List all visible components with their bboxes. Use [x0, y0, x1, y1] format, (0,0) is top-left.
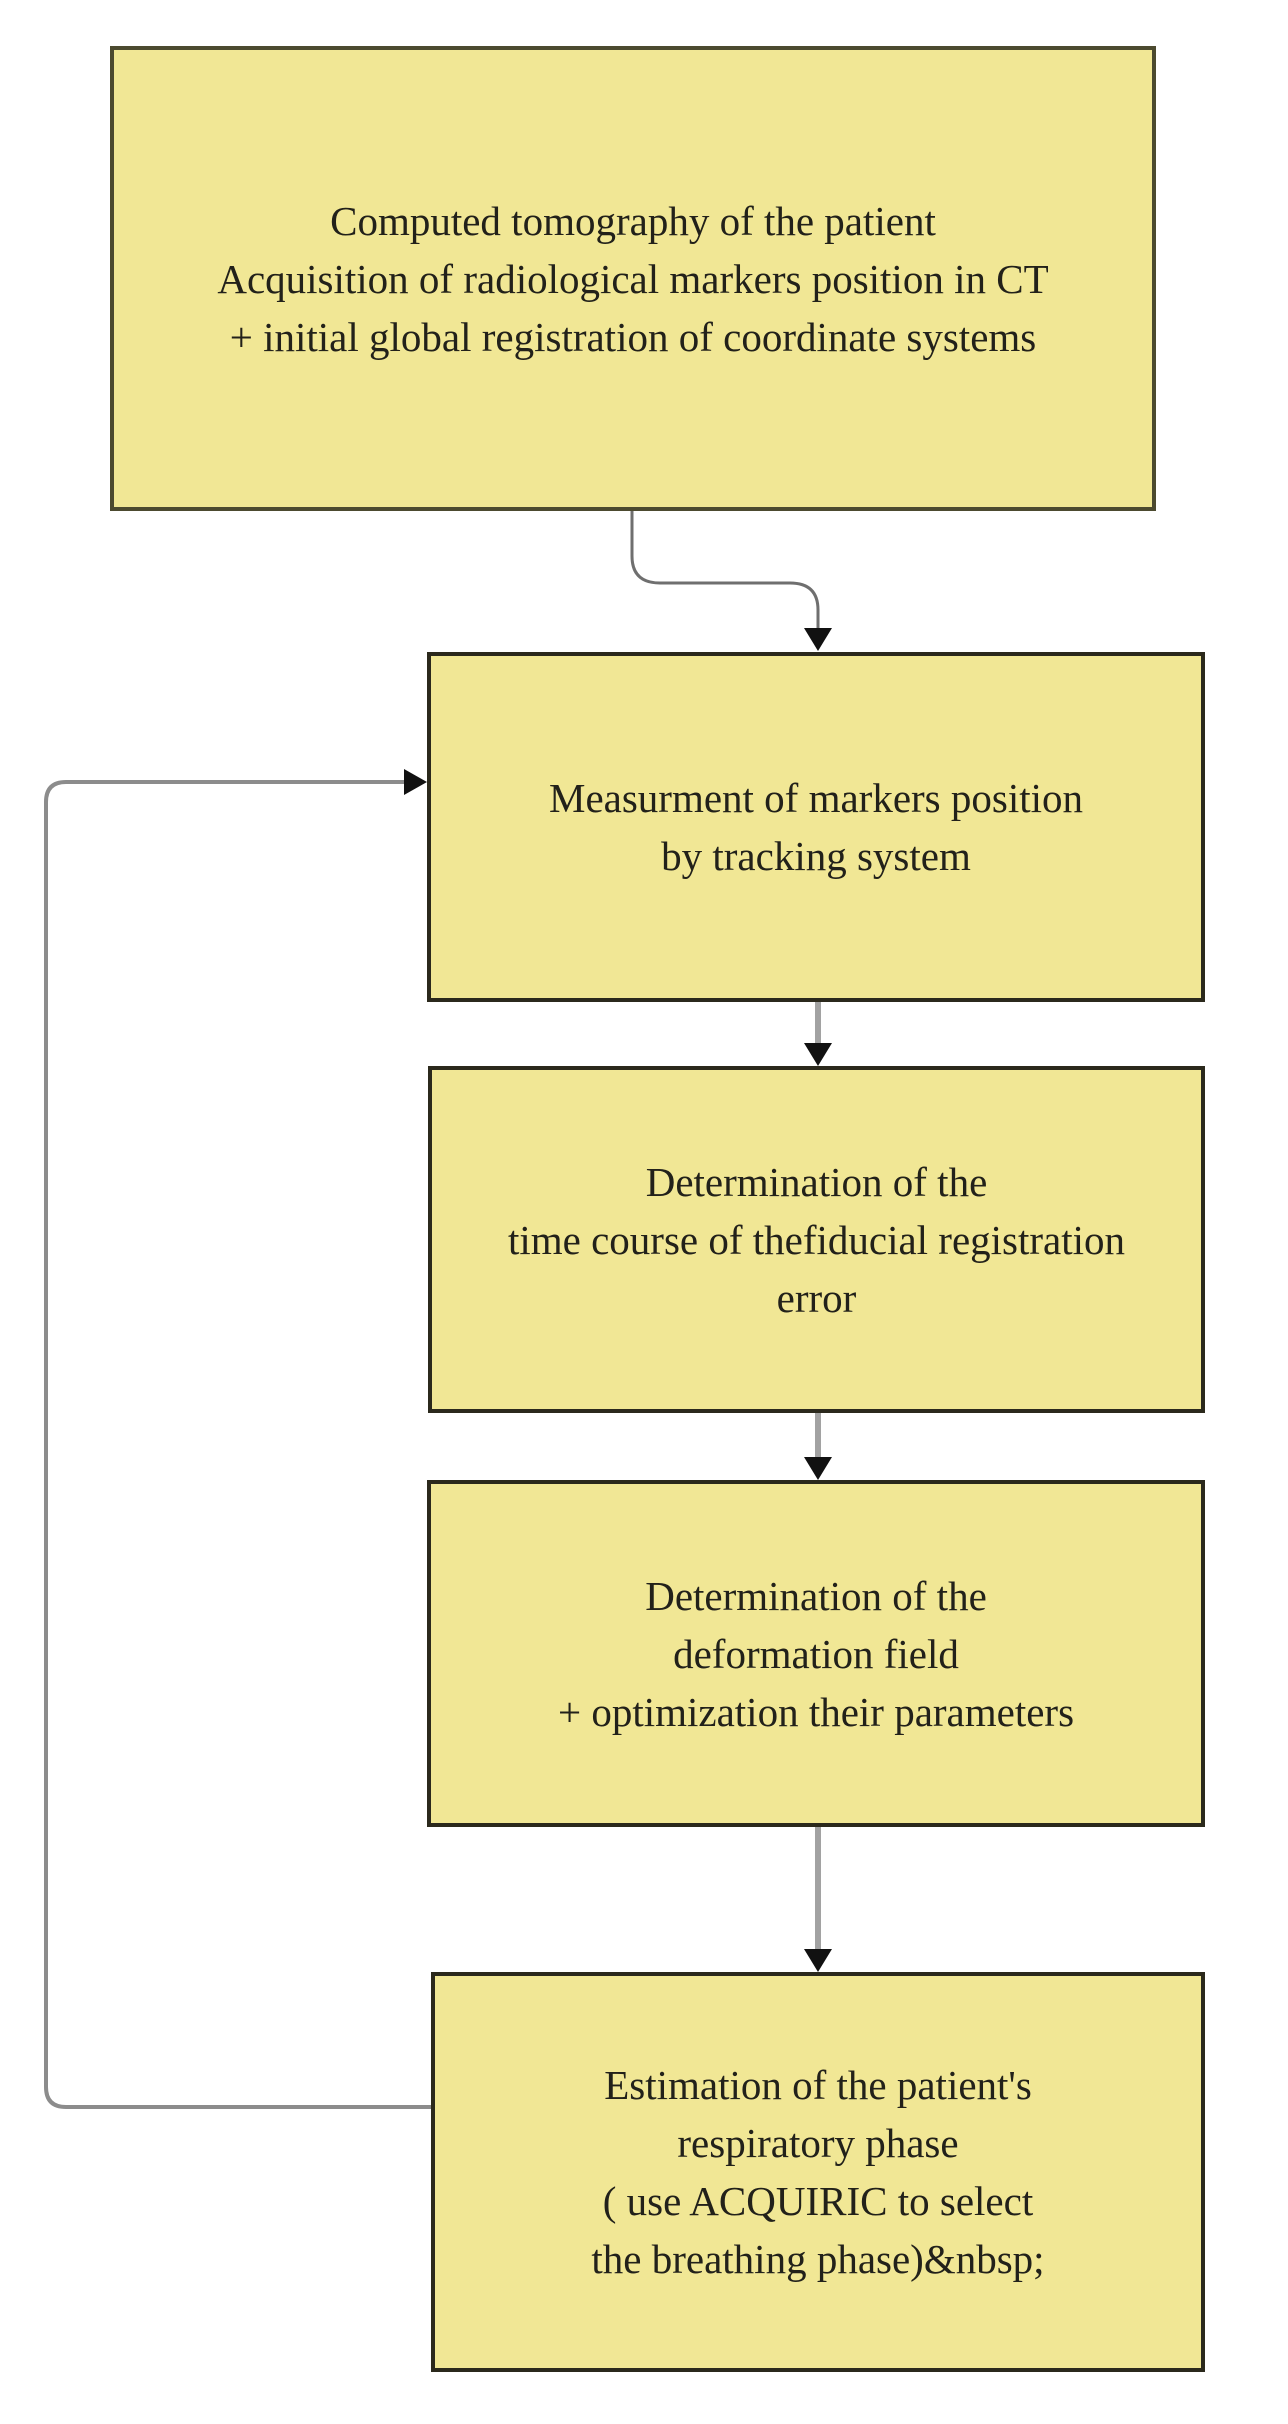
flow-box-respiratory-phase: Estimation of the patient's respiratory … [431, 1972, 1205, 2372]
flow-box-marker-measurement: Measurment of markers position by tracki… [427, 652, 1205, 1002]
box-text-line: + initial global registration of coordin… [229, 313, 1037, 360]
box-text-line: Determination of the [645, 1158, 988, 1205]
connector-box1-box2 [630, 508, 820, 634]
box-text-line: Acquisition of radiological markers posi… [217, 255, 1049, 302]
box-text-line: time course of thefiducial registration [507, 1216, 1126, 1263]
box-text-line: Estimation of the patient's [604, 2062, 1032, 2108]
box-text-line: Computed tomography of the patient [330, 197, 936, 244]
box-text-line: Determination of the [645, 1572, 987, 1619]
box-text-line: ( use ACQUIRIC to select [602, 2178, 1034, 2224]
arrowhead-down-box3-icon [804, 1043, 832, 1066]
arrowhead-down-box5-icon [804, 1949, 832, 1972]
flow-box-deformation-field: Determination of the deformation field +… [427, 1480, 1205, 1827]
arrowhead-down-box2-icon [804, 628, 832, 651]
flow-box-ct-acquisition: Computed tomography of the patient Acqui… [110, 46, 1156, 511]
box-text-line: by tracking system [661, 833, 971, 879]
box-text-line: Measurment of markers position [548, 775, 1084, 821]
arrowhead-down-box4-icon [804, 1457, 832, 1480]
box-text-line: deformation field [673, 1630, 959, 1677]
box-text-line: error [776, 1274, 857, 1321]
arrowhead-right-box2-icon [404, 769, 427, 795]
box-text-line: + optimization their parameters [557, 1688, 1075, 1735]
connector-feedback-loop [44, 780, 431, 2109]
flow-box-fre-time-course: Determination of the time course of thef… [428, 1066, 1205, 1413]
box-text-line: the breathing phase)&nbsp; [591, 2236, 1045, 2282]
box-text-line: respiratory phase [677, 2120, 959, 2166]
